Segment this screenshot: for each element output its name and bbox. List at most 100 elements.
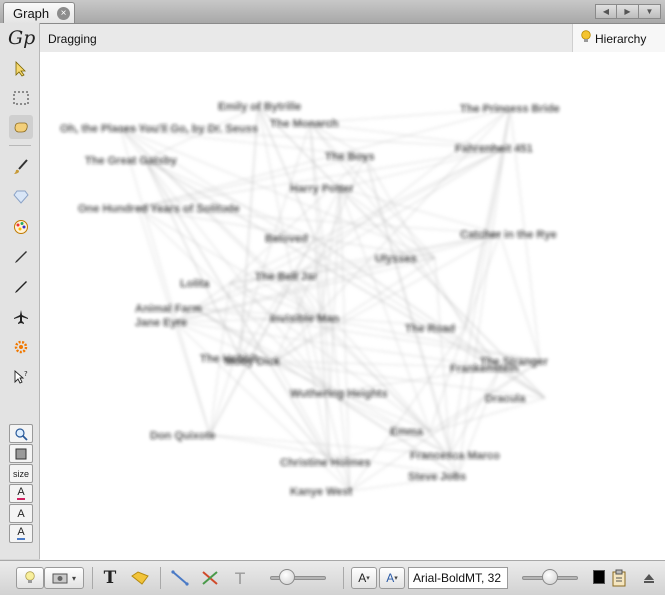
graph-node-label[interactable]: Jane Eyre [135,317,187,329]
graph-edge [464,327,501,369]
tab-graph[interactable]: Graph × [3,2,75,23]
graph-node-label[interactable]: The Stranger [480,356,549,368]
label-size-icon[interactable]: A [9,504,33,523]
pointer-help-icon[interactable]: ? [9,365,33,389]
background-color-swatch[interactable] [593,570,605,584]
graph-edge [137,207,321,319]
graph-node-label[interactable]: Animal Farm [135,303,202,315]
show-labels-button[interactable]: T [99,567,121,589]
graph-node-label[interactable]: Dracula [485,393,526,405]
eject-icon[interactable] [640,567,658,589]
label-size-slider-knob[interactable] [542,569,558,585]
graph-edge [464,147,506,329]
graph-node-label[interactable]: Francesca Marco [410,450,500,462]
graph-edge [329,360,541,394]
edges-button[interactable] [168,567,192,589]
graph-node-label[interactable]: The Princess Bride [460,103,560,115]
bottom-toolbar: ▾ T T A ▾ A ▾ Arial-BoldMT, 32 [0,560,665,595]
lightbulb-button[interactable] [16,567,44,589]
rectangle-select-icon[interactable] [9,86,33,110]
graph-edge [174,257,436,323]
edge-scale-slider-knob[interactable] [279,569,295,585]
hierarchy-toggle[interactable]: Hierarchy [572,24,665,52]
close-icon[interactable]: × [57,7,70,20]
graph-node-label[interactable]: The Road [405,323,455,335]
label-color-icon[interactable]: A [9,484,33,503]
node-fill-icon[interactable] [9,444,33,463]
edge-color-button[interactable] [198,567,222,589]
graph-node-label[interactable]: The Hobbit [200,353,258,365]
graph-node-label[interactable]: The Bell Jar [255,271,318,283]
graph-edge [174,321,431,432]
back-arrow-icon[interactable]: ◀ [595,4,617,19]
graph-node-label[interactable]: Moby Dick [225,356,281,368]
edge-pencil-icon[interactable] [9,275,33,299]
color-palette-icon[interactable] [9,215,33,239]
graph-edge [449,107,511,456]
paintbrush-icon[interactable] [9,155,33,179]
forward-arrow-icon[interactable]: ▶ [617,4,639,19]
menu-dropdown-icon[interactable]: ▼ [639,4,661,19]
diamond-icon[interactable] [9,185,33,209]
font-name-field[interactable]: Arial-BoldMT, 32 [408,567,508,589]
graph-node-label[interactable]: Steve Jobs [408,471,466,483]
graph-edge [137,207,211,436]
font-size-button[interactable]: A ▾ [379,567,405,589]
graph-node-label[interactable]: Christine Holmes [280,457,370,469]
graph-node-label[interactable]: Lolita [180,278,210,290]
graph-node-label[interactable]: The Great Gatsby [85,155,178,167]
graph-edge [309,122,351,492]
font-a-blue-icon: A [386,571,395,585]
graph-edge [339,187,501,235]
edge-labels-button[interactable] [127,567,153,589]
airplane-icon[interactable] [9,305,33,329]
select-arrow-icon[interactable] [9,57,33,81]
graph-node-label[interactable]: Emma [390,426,424,438]
graph-node-label[interactable]: Beloved [265,233,308,245]
graph-node-label[interactable]: Kanye West [290,486,352,498]
graph-node-label[interactable]: Emily of Bytrille [218,101,301,113]
graph-edge [137,207,501,235]
drag-hand-icon[interactable] [9,115,33,139]
label-font-icon[interactable]: A [9,524,33,543]
graph-edge [349,327,466,492]
graph-edge [144,105,259,161]
graph-edge [309,122,436,259]
font-color-button[interactable]: A ▾ [351,567,377,589]
graph-node-label[interactable]: Wuthering Heights [290,388,388,400]
edge-scale-slider[interactable] [270,576,326,580]
graph-node-label[interactable]: Oh, the Places You'll Go, by Dr. Seuss [60,123,258,135]
graph-node-label[interactable]: Fahrenheit 451 [455,143,533,155]
graph-edge [429,360,541,432]
clipboard-icon [612,569,626,587]
graph-node-label[interactable]: The Boys [325,151,375,163]
toolbar-separator [92,567,93,589]
pencil-icon[interactable] [9,245,33,269]
graph-node-label[interactable]: Invisible Man [270,313,339,325]
edge-label-text-button[interactable]: T [228,567,252,589]
graph-edge [319,317,541,362]
tab-bar: Graph × ◀ ▶ ▼ [0,0,665,24]
clipboard-button[interactable] [608,567,630,589]
graph-node-label[interactable]: Don Quixote [150,430,215,442]
node-size-button[interactable]: size [9,464,33,483]
toolbar-separator [343,567,344,589]
graph-edge [274,233,501,362]
graph-edge [239,357,546,399]
view-nav-buttons: ◀ ▶ ▼ [595,4,661,19]
graph-node-label[interactable]: Ulysses [375,253,417,265]
graph-node-label[interactable]: Harry Potter [290,183,354,195]
size-label: size [12,468,29,479]
graph-node-label[interactable]: The Monarch [270,118,339,130]
zoom-icon[interactable] [9,424,33,443]
screenshot-dropdown-button[interactable]: ▾ [44,567,84,589]
graph-node-label[interactable]: Frankenstein [450,363,519,375]
graph-edge [329,392,459,477]
graph-node-label[interactable]: One Hundred Years of Solitude [78,203,240,215]
graph-edge [319,187,341,319]
sunburst-icon[interactable] [9,335,33,359]
graph-node-label[interactable]: Catcher in the Rye [460,229,557,241]
